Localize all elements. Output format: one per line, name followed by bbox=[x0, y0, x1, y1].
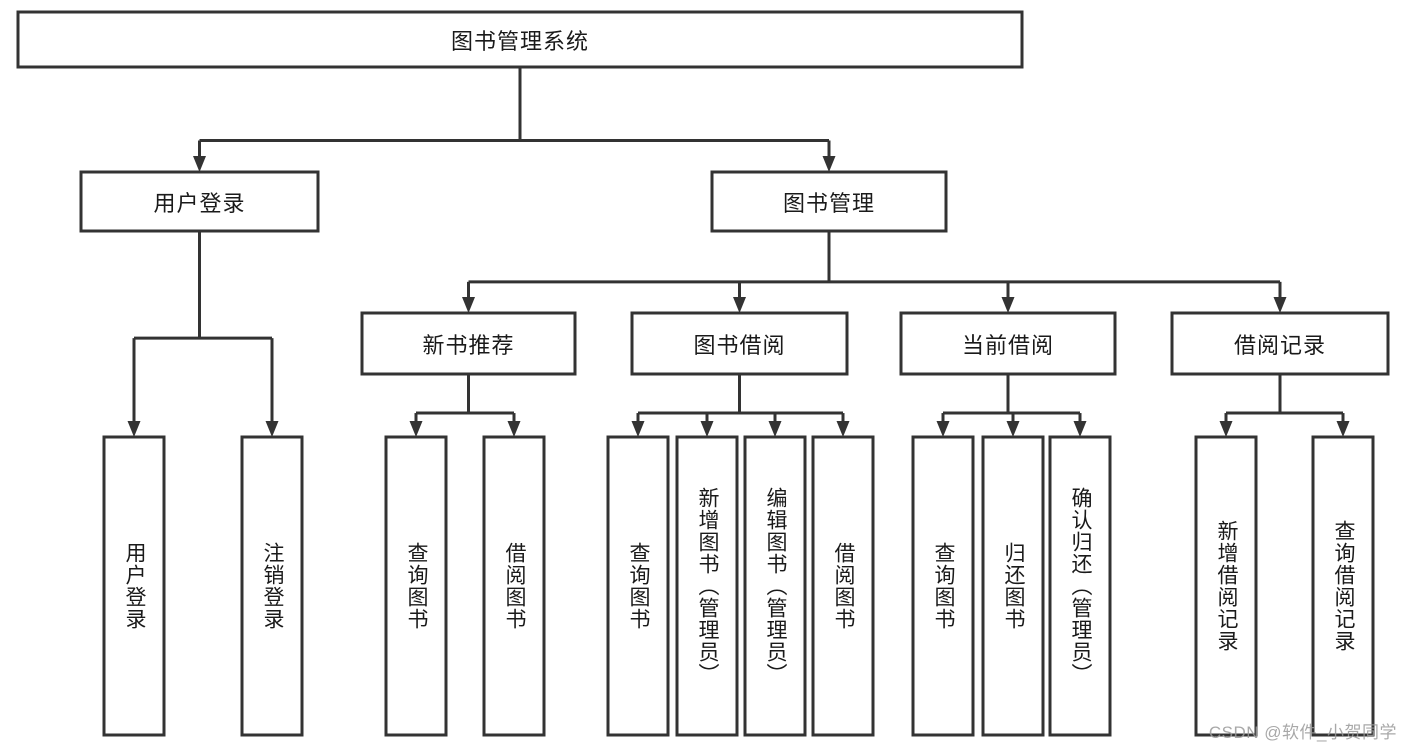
arrow-icon-leaf-edit-book bbox=[768, 421, 782, 437]
node-box-leaf-query-book-borrow[interactable] bbox=[606, 435, 670, 737]
arrow-icon-new-book-recommend bbox=[462, 297, 475, 313]
arrow-icon-leaf-query-borrow-record bbox=[1336, 421, 1350, 437]
node-box-leaf-add-borrow-record[interactable] bbox=[1194, 435, 1258, 737]
arrow-icon-leaf-borrow-book bbox=[836, 421, 850, 437]
node-box-layer bbox=[16, 10, 1390, 737]
arrow-icon-leaf-add-book bbox=[700, 421, 714, 437]
arrow-icon-current-borrow bbox=[1001, 297, 1015, 313]
node-box-borrow-record[interactable] bbox=[1170, 311, 1390, 376]
connector-layer bbox=[127, 67, 1350, 437]
node-box-leaf-return-book[interactable] bbox=[981, 435, 1045, 737]
arrow-icon-leaf-borrow-book-recommend bbox=[507, 421, 521, 437]
node-box-user-login[interactable] bbox=[79, 170, 320, 233]
arrow-icon-leaf-query-book-current bbox=[936, 421, 950, 437]
arrow-icon-leaf-add-borrow-record bbox=[1219, 421, 1233, 437]
node-box-leaf-borrow-book-recommend[interactable] bbox=[482, 435, 546, 737]
arrow-icon-leaf-query-book-borrow bbox=[631, 421, 645, 437]
arrow-icon-book-borrow bbox=[733, 297, 746, 313]
node-box-leaf-add-book[interactable] bbox=[675, 435, 739, 737]
arrow-icon-leaf-query-book-recommend bbox=[409, 421, 423, 437]
arrow-icon-book-management bbox=[822, 156, 836, 172]
node-box-book-borrow[interactable] bbox=[630, 311, 849, 376]
arrow-icon-leaf-return-book bbox=[1006, 421, 1020, 437]
node-box-current-borrow[interactable] bbox=[899, 311, 1117, 376]
node-box-leaf-edit-book[interactable] bbox=[743, 435, 807, 737]
arrow-icon-leaf-logout bbox=[265, 421, 279, 437]
node-box-leaf-confirm-return[interactable] bbox=[1048, 435, 1112, 737]
node-box-leaf-user-login[interactable] bbox=[102, 435, 166, 737]
node-box-root[interactable] bbox=[16, 10, 1024, 69]
node-box-leaf-query-book-recommend[interactable] bbox=[384, 435, 448, 737]
arrow-icon-leaf-confirm-return bbox=[1073, 421, 1087, 437]
watermark-text: CSDN @软件_小贺同学 bbox=[1208, 723, 1397, 742]
node-box-leaf-borrow-book[interactable] bbox=[811, 435, 875, 737]
arrow-icon-leaf-user-login bbox=[127, 421, 141, 437]
node-box-leaf-query-book-current[interactable] bbox=[911, 435, 975, 737]
node-box-leaf-query-borrow-record[interactable] bbox=[1311, 435, 1375, 737]
arrow-icon-borrow-record bbox=[1273, 297, 1287, 313]
node-box-leaf-logout[interactable] bbox=[240, 435, 304, 737]
arrow-icon-user-login bbox=[193, 156, 206, 172]
node-box-book-management[interactable] bbox=[710, 170, 948, 233]
node-box-new-book-recommend[interactable] bbox=[360, 311, 577, 376]
